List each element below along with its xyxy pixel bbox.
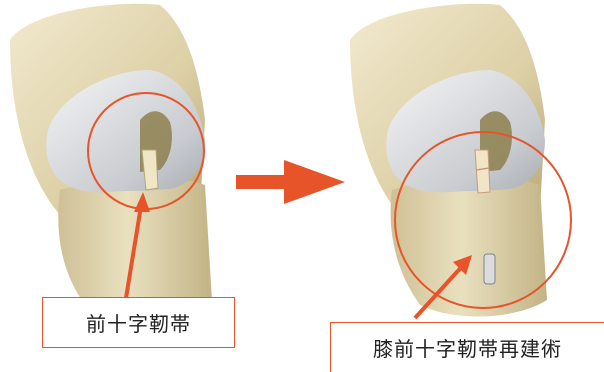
left-knee-bones: [10, 4, 212, 317]
label-acl: 前十字靭帯: [42, 297, 235, 348]
label-acl-reconstruction: 膝前十字靭帯再建術: [330, 322, 604, 372]
right-knee-bones: [350, 4, 547, 317]
screw-implant: [484, 254, 495, 284]
arrow-right-icon: [236, 160, 345, 204]
